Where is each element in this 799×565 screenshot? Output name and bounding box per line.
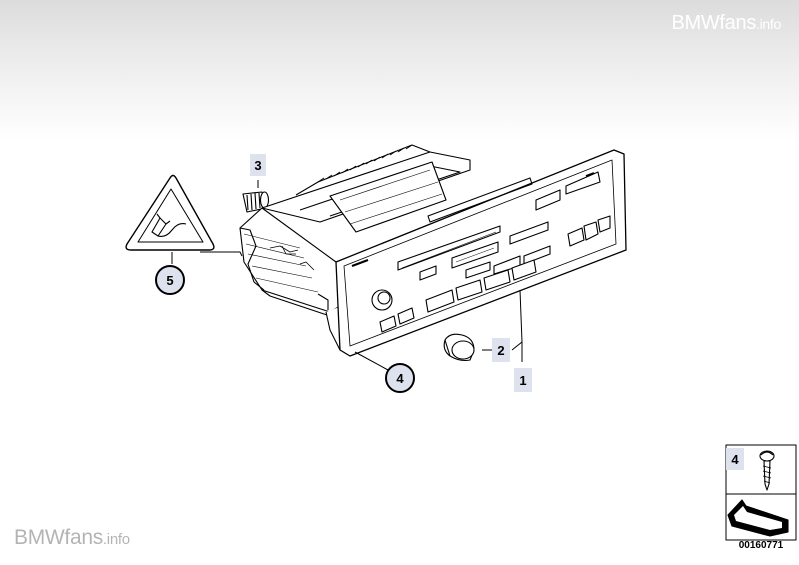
callout-3-label: 3: [254, 158, 261, 173]
callout-5-label: 5: [166, 273, 173, 288]
callout-5: [155, 265, 185, 295]
watermark-bottom-brand: BMWfans: [14, 526, 103, 549]
watermark-top-brand: BMWfans: [671, 12, 757, 34]
warning-triangle-icon: [125, 174, 215, 251]
callout-1-label: 1: [519, 373, 526, 388]
callout-2: [492, 338, 510, 362]
callout-2-label: 2: [497, 343, 504, 358]
callout-4: [385, 363, 415, 393]
callout-1: [514, 368, 532, 392]
part-id-label: 00160771: [738, 540, 784, 551]
watermark-top-suffix: .info: [756, 16, 781, 32]
watermark-bottom: BMWfans.info: [14, 526, 130, 550]
knob-part-2-icon: [443, 333, 475, 362]
watermark-bottom-suffix: .info: [102, 531, 130, 548]
watermark-top: BMWfans.info: [671, 12, 781, 35]
screw-icon: [759, 450, 775, 491]
legend-number: 4: [731, 452, 739, 467]
header-gradient: [0, 0, 799, 140]
radio-unit-icon: [171, 144, 627, 371]
legend-box: [725, 444, 797, 541]
arrow-plate-icon: [727, 499, 789, 537]
callout-3: [250, 154, 266, 176]
callout-4-label: 4: [396, 371, 404, 386]
